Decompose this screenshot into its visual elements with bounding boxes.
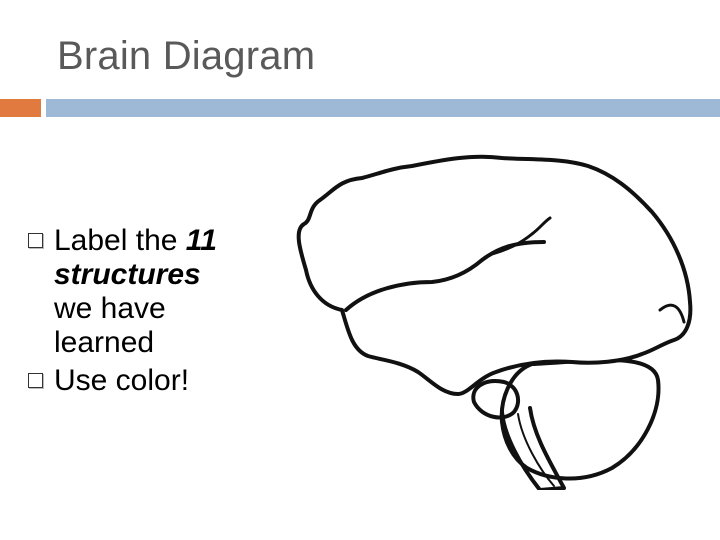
bullet-text: Use color! [54, 364, 190, 397]
temporal-fold-line [344, 240, 546, 312]
bullet-item: Use color! [26, 364, 246, 398]
slide-title: Brain Diagram [57, 34, 316, 78]
lateral-sulcus-line [490, 216, 552, 256]
pons-outline [471, 379, 521, 420]
bullet-item: Label the 11 structures we have learned [26, 224, 246, 360]
bullet-text: Label the 11 structures we have learned [54, 224, 217, 359]
brain-stem-outline [500, 406, 566, 490]
bullet-list: Label the 11 structures we have learned … [26, 224, 246, 402]
bullet-tail-text: we have learned [54, 292, 166, 359]
brain-outline-drawing [296, 154, 693, 490]
occipital-notch-line [658, 303, 686, 324]
cerebellum-outline [499, 357, 661, 481]
cerebrum-outline [296, 154, 693, 396]
bullet-emphasis-text: 11 structures [54, 224, 217, 291]
hollow-square-bullet-icon [28, 233, 43, 248]
hollow-square-bullet-icon [28, 373, 43, 388]
bullet-lead-text: Label the [54, 224, 186, 257]
title-underline-bar [46, 99, 720, 117]
title-accent-bar [0, 99, 41, 117]
